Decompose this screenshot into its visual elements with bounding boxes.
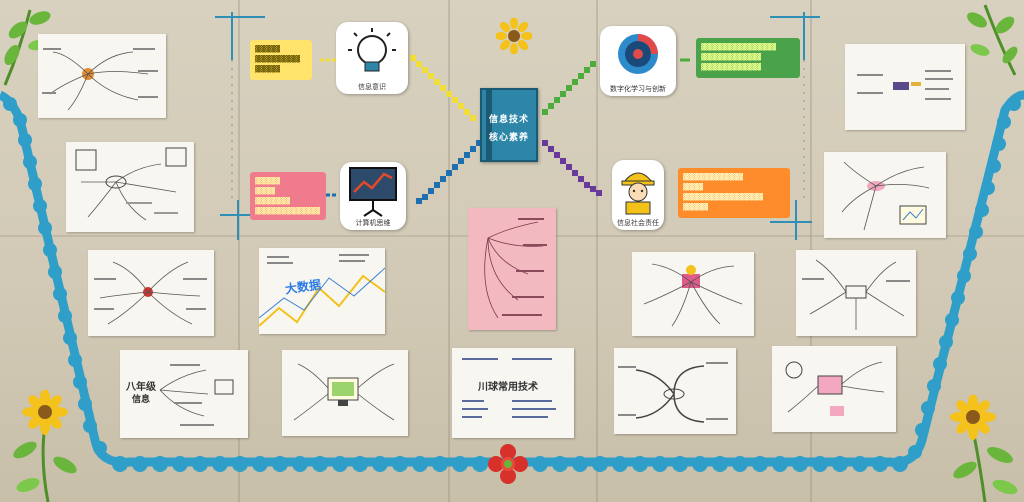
note-line: ▓▓▓▓▓▓▓▓▓▓▓▓ — [701, 63, 761, 71]
lightbulb-icon — [348, 28, 396, 72]
note-info-awareness: ▓▓▓▓▓ ▓▓▓▓▓▓▓▓▓ ▓▓▓▓▓ — [250, 40, 312, 80]
tech-title: 川球常用技术 — [478, 382, 538, 393]
note-line: ▓▓▓▓▓▓▓▓▓ — [255, 55, 300, 63]
mindmap-sketch — [259, 254, 385, 327]
note-computational-thinking: ▓▓▓▓▓ ▓▓▓▓ ▓▓▓▓▓▓▓ ▓▓▓▓▓▓▓▓▓▓▓▓▓ — [250, 172, 326, 220]
center-title-line1: 信息技术 — [488, 115, 529, 125]
card-label-info-awareness: 信息意识 — [358, 83, 386, 91]
note-line: ▓▓▓▓▓▓▓▓▓▓▓▓▓▓▓ — [701, 43, 776, 51]
target-disc-icon — [618, 34, 658, 74]
card-label-computational-thinking: 计算机思维 — [355, 219, 391, 227]
mindmap-sketch — [75, 147, 187, 221]
grade-title: 八年级 — [126, 382, 156, 393]
note-line: ▓▓▓▓ — [255, 187, 275, 195]
note-line: ▓▓▓▓ — [683, 183, 703, 191]
note-line: ▓▓▓▓▓▓▓ — [255, 197, 290, 205]
mindmap-sketch — [643, 263, 743, 327]
card-computational-thinking: 计算机思维 — [340, 162, 406, 230]
mindmap-sketch — [293, 363, 395, 421]
mindmap-paper — [845, 44, 965, 130]
mindmap-sketch — [857, 70, 953, 100]
card-label-info-responsibility: 信息社会责任 — [617, 219, 659, 227]
card-info-responsibility: 信息社会责任 — [612, 160, 664, 230]
red-flower-icon — [488, 444, 528, 484]
chart-screen-icon — [349, 167, 397, 217]
note-line: ▓▓▓▓▓ — [683, 203, 708, 211]
card-info-awareness: 信息意识 — [336, 22, 408, 94]
mindmap-paper — [66, 142, 194, 232]
mindmap-sketch — [462, 358, 556, 418]
mindmap-sketch — [841, 161, 930, 231]
mindmap-paper: 大数据 — [259, 248, 385, 334]
mindmap-sketch — [618, 362, 728, 423]
book-spine — [486, 90, 492, 160]
paper-seam — [238, 0, 240, 502]
mindmap-paper — [772, 346, 896, 432]
mindmap-sketch — [484, 218, 547, 319]
note-line: ▓▓▓▓▓▓▓▓▓▓▓▓▓ — [255, 207, 320, 215]
note-line: ▓▓▓▓▓ — [255, 177, 280, 185]
mindmap-paper — [88, 250, 214, 336]
mindmap-paper — [632, 252, 754, 336]
paper-seam — [448, 0, 450, 502]
mindmap-sketch — [42, 48, 158, 111]
mindmap-paper-pink — [468, 208, 556, 330]
note-line: ▓▓▓▓▓▓▓▓▓▓▓▓ — [701, 53, 761, 61]
note-line: ▓▓▓▓▓ — [255, 65, 280, 73]
mindmap-paper — [824, 152, 946, 238]
note-line: ▓▓▓▓▓▓▓▓▓▓▓▓ — [683, 173, 743, 181]
mindmap-paper — [38, 34, 166, 118]
worker-helmet-icon — [621, 172, 655, 215]
mindmap-sketch — [94, 261, 207, 325]
mindmap-sketch — [785, 361, 885, 416]
mindmap-paper — [282, 350, 408, 436]
mindmap-paper: 八年级 信息 — [120, 350, 248, 438]
paper-seam — [596, 0, 598, 502]
sunflower-icon — [13, 390, 77, 502]
card-label-digital-learning: 数字化学习与创新 — [610, 85, 666, 93]
note-info-responsibility: ▓▓▓▓▓▓▓▓▓▓▓▓ ▓▓▓▓ ▓▓▓▓▓▓▓▓▓▓▓▓▓▓▓▓ ▓▓▓▓▓ — [678, 168, 790, 218]
note-line: ▓▓▓▓▓▓▓▓▓▓▓▓▓▓▓▓ — [683, 193, 763, 201]
mindmap-paper — [796, 250, 916, 336]
mindmap-paper: 川球常用技术 — [452, 348, 574, 438]
center-title-line2: 核心素养 — [488, 133, 529, 143]
mindmap-sketch — [802, 259, 910, 330]
leaf-vine-icon — [967, 4, 1018, 76]
sunflower-icon — [496, 18, 532, 54]
card-digital-learning: 数字化学习与创新 — [600, 26, 676, 96]
note-digital-learning: ▓▓▓▓▓▓▓▓▓▓▓▓▓▓▓ ▓▓▓▓▓▓▓▓▓▓▓▓ ▓▓▓▓▓▓▓▓▓▓▓… — [696, 38, 800, 78]
mindmap-sketch — [159, 364, 234, 426]
sunflower-icon — [950, 395, 1018, 502]
core-literacy-book: 信息技术 核心素养 — [480, 88, 538, 162]
mindmap-paper — [614, 348, 736, 434]
note-line: ▓▓▓▓▓ — [255, 45, 280, 53]
grade-subtitle: 信息 — [132, 395, 151, 405]
